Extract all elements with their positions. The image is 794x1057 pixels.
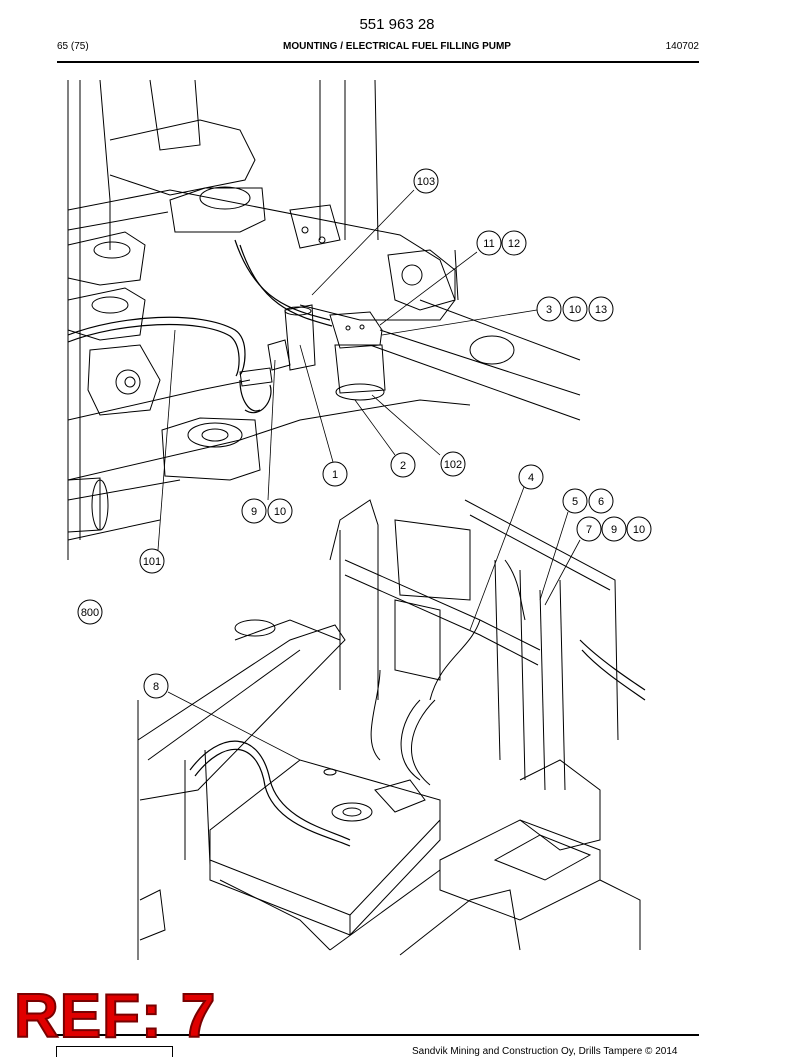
- callout-label: 102: [444, 459, 462, 471]
- callout-5: [562, 488, 588, 514]
- callout-label: 3: [546, 304, 552, 316]
- callout-label: 1: [332, 469, 338, 481]
- callout-label: 8: [153, 681, 159, 693]
- callout-label: 4: [528, 472, 534, 484]
- callout-7: [576, 516, 602, 542]
- callout-label: 11: [483, 238, 494, 250]
- callout-label: 2: [400, 460, 406, 472]
- page-title: MOUNTING / ELECTRICAL FUEL FILLING PUMP: [283, 41, 511, 52]
- page-number: 65 (75): [57, 41, 89, 52]
- pump-assembly: [239, 304, 386, 401]
- callout-label: 6: [598, 496, 604, 508]
- callout-10: [562, 296, 588, 322]
- upper-frame: [67, 79, 581, 560]
- leader-lines-upper: [157, 189, 538, 551]
- callout-10b: [626, 516, 652, 542]
- callout-label: 9: [611, 524, 617, 536]
- callout-8: [143, 673, 169, 699]
- callout-103: [413, 168, 439, 194]
- callout-label: 800: [81, 607, 99, 619]
- leader-lines-lower: [167, 486, 581, 761]
- callout-label: 103: [417, 176, 435, 188]
- callout-balloons: [77, 168, 652, 699]
- callout-6: [588, 488, 614, 514]
- callout-2: [390, 452, 416, 478]
- callout-label: 10: [274, 506, 286, 518]
- callout-labels: 103 11 12 3 10 13 1 2 102 4 5 6 7 9 10 9…: [81, 176, 645, 693]
- callout-9: [601, 516, 627, 542]
- callout-label: 9: [251, 506, 257, 518]
- callout-label: 10: [633, 524, 645, 536]
- callout-101: [139, 548, 165, 574]
- hose-lines: [67, 239, 333, 414]
- callout-800: [77, 599, 103, 625]
- callout-label: 13: [595, 304, 607, 316]
- footer-rule: [57, 1034, 699, 1036]
- document-number: 551 963 28: [359, 16, 435, 33]
- callout-label: 5: [572, 496, 578, 508]
- document-code: 140702: [665, 41, 699, 52]
- ref-stamp: REF: 7: [13, 982, 217, 1051]
- callout-102: [440, 451, 466, 477]
- callout-13: [588, 296, 614, 322]
- callout-11: [476, 230, 502, 256]
- callout-1: [322, 461, 348, 487]
- lower-frame: [137, 499, 646, 960]
- callout-10c: [267, 498, 293, 524]
- callout-label: 7: [586, 524, 592, 536]
- header-rule: [57, 61, 699, 63]
- callout-9b: [241, 498, 267, 524]
- brand-logo-box: [56, 1046, 173, 1057]
- callout-4: [518, 464, 544, 490]
- footer-copyright: Sandvik Mining and Construction Oy, Dril…: [412, 1046, 678, 1057]
- callout-12: [501, 230, 527, 256]
- callout-3: [536, 296, 562, 322]
- callout-label: 10: [569, 304, 581, 316]
- callout-label: 101: [143, 556, 161, 568]
- callout-label: 12: [508, 238, 520, 250]
